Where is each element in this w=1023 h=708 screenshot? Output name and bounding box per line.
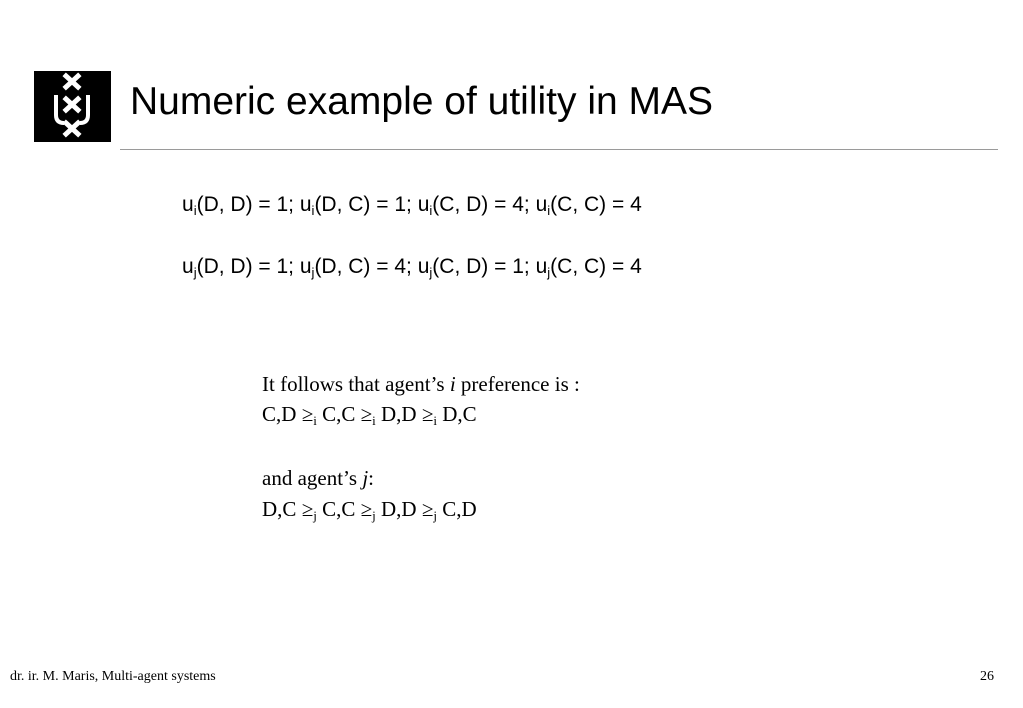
footer-author: dr. ir. M. Maris, Multi-agent systems [10, 669, 216, 684]
utility-term: ui(D, D) = 1; [182, 193, 300, 218]
preference-intro-i: It follows that agent’s i preference is … [262, 372, 580, 396]
utility-line-i: ui(D, D) = 1; ui(D, C) = 1; ui(C, D) = 4… [182, 193, 642, 218]
utility-term: ui(C, D) = 4; [417, 193, 536, 218]
preference-intro-j: and agent’s j: [262, 466, 374, 490]
page-number: 26 [980, 669, 994, 684]
slide-title: Numeric example of utility in MAS [130, 80, 714, 123]
utility-line-j: uj(D, D) = 1; uj(D, C) = 4; uj(C, D) = 1… [182, 255, 642, 280]
preference-order-j: D,C ≥j C,C ≥j D,D ≥j C,D [262, 497, 477, 523]
preference-order-i: C,D ≥i C,C ≥i D,D ≥i D,C [262, 402, 477, 428]
utility-term: uj(C, C) = 4 [535, 255, 642, 280]
title-divider [120, 149, 998, 150]
logo-icon [34, 71, 111, 142]
utility-term: ui(D, C) = 1; [299, 193, 418, 218]
utility-term: uj(C, D) = 1; [417, 255, 536, 280]
utility-term: uj(D, C) = 4; [299, 255, 418, 280]
utility-term: uj(D, D) = 1; [182, 255, 300, 280]
utility-term: ui(C, C) = 4 [535, 193, 642, 218]
uva-crest-logo [34, 71, 111, 142]
